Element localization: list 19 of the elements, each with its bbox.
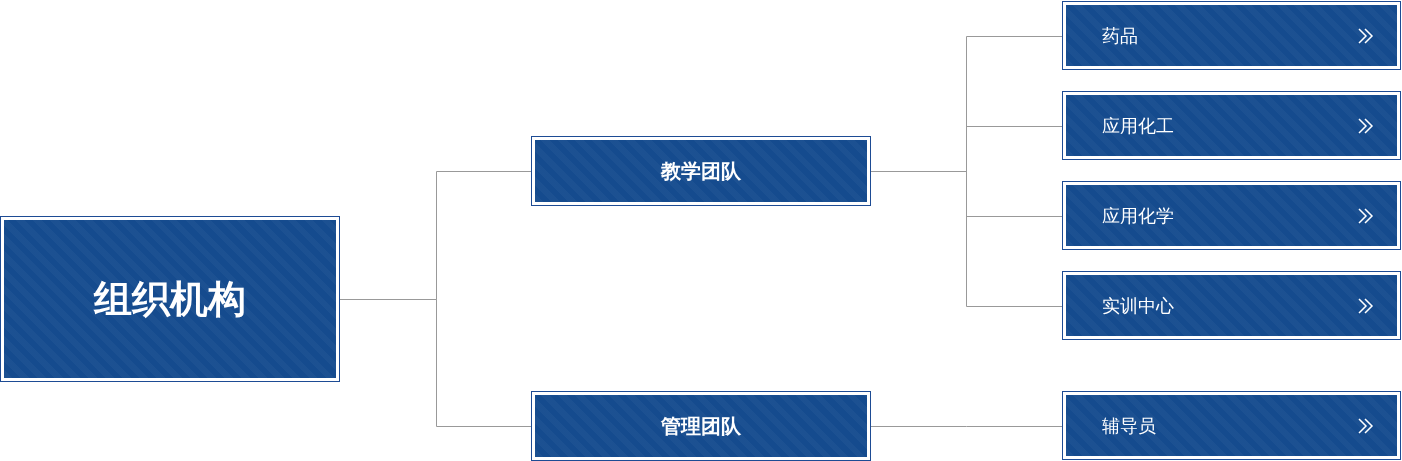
org-box [0, 216, 340, 382]
connector-line [870, 171, 1063, 307]
box-label: 药品 [1102, 23, 1138, 48]
org-box [1062, 271, 1401, 340]
org-box [1062, 1, 1401, 70]
org-box [531, 391, 871, 461]
org-box [1062, 181, 1401, 250]
connector-line [870, 426, 1063, 427]
connector-line [339, 299, 532, 427]
box-label: 管理团队 [661, 412, 741, 440]
box-label: 教学团队 [661, 157, 741, 185]
box-label: 应用化学 [1102, 203, 1174, 228]
org-box [1062, 391, 1401, 460]
org-box [1062, 91, 1401, 160]
org-box [531, 136, 871, 206]
box-label: 辅导员 [1102, 413, 1156, 438]
box-label: 应用化工 [1102, 113, 1174, 138]
box-label: 实训中心 [1102, 293, 1174, 318]
box-label: 组织机构 [94, 275, 246, 323]
